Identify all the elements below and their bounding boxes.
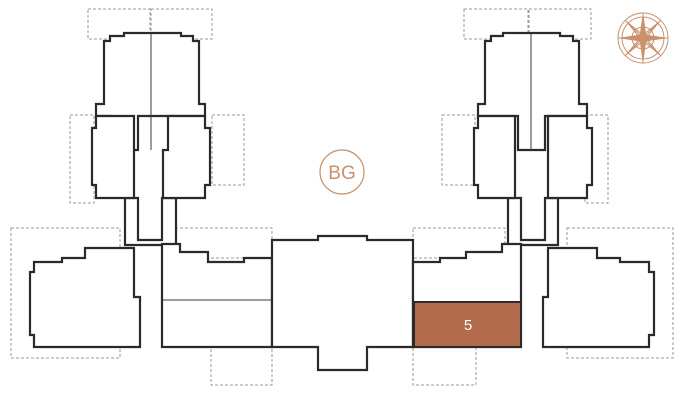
left-tower (90, 31, 212, 247)
balcony-left-tower-upper-left (69, 114, 95, 204)
left-wing-inner-units (160, 242, 274, 349)
right-tower-unit-right (546, 114, 594, 200)
left-wing-outer-unit (28, 246, 142, 349)
unit-5-label: 5 (464, 317, 472, 334)
balcony-left-wing-outer (10, 227, 121, 359)
compass-rose-icon (617, 12, 669, 64)
unit-5[interactable]: 5 (413, 301, 522, 348)
left-wing (28, 242, 274, 349)
left-tower-unit-right (161, 114, 212, 200)
floor-badge: BG (319, 149, 365, 195)
right-tower-corridor (506, 196, 560, 247)
right-tower (472, 31, 594, 247)
balcony-right-tower-upper-left (441, 114, 476, 186)
right-tower-unit-left (472, 114, 517, 200)
balcony-right-wing-bottom (412, 344, 477, 386)
floor-badge-circle (319, 149, 365, 195)
floor-badge-label: BG (328, 163, 355, 184)
left-tower-unit-left (90, 114, 136, 200)
unit-5-highlight[interactable] (413, 301, 522, 348)
balcony-left-wing-bottom (210, 344, 273, 386)
right-wing-outer-unit (541, 246, 656, 349)
central-core (270, 234, 415, 372)
balcony-left-tower-upper-right (211, 114, 245, 186)
left-tower-corridor (123, 196, 178, 247)
